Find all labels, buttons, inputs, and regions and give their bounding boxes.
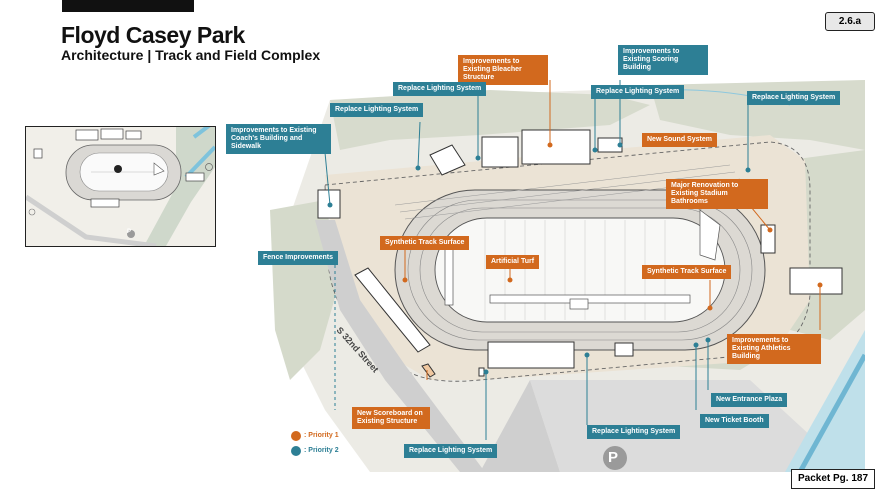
header-bar bbox=[62, 0, 194, 12]
label-scoring: Improvements to Existing Scoring Buildin… bbox=[618, 45, 708, 75]
label-track-right: Synthetic Track Surface bbox=[642, 265, 732, 279]
label-fence: Fence Improvements bbox=[258, 251, 339, 265]
label-athletics: Improvements to Existing Athletics Build… bbox=[727, 334, 821, 364]
legend-priority2: : Priority 2 bbox=[304, 447, 339, 454]
label-lighting-sw: Replace Lighting System bbox=[404, 444, 498, 458]
inset-map: P bbox=[25, 126, 216, 247]
site-plan-graphic bbox=[230, 80, 868, 474]
label-lighting-s: Replace Lighting System bbox=[587, 425, 681, 439]
packet-page-badge: Packet Pg. 187 bbox=[791, 469, 875, 489]
parking-symbol: P bbox=[608, 449, 619, 466]
priority2-swatch bbox=[291, 446, 301, 456]
page-title: Floyd Casey Park bbox=[61, 22, 245, 48]
label-track-left: Synthetic Track Surface bbox=[380, 236, 470, 250]
label-scoreboard: New Scoreboard on Existing Structure bbox=[352, 407, 430, 429]
label-lighting-nw: Replace Lighting System bbox=[330, 103, 424, 117]
priority1-swatch bbox=[291, 431, 301, 441]
legend-priority1: : Priority 1 bbox=[304, 432, 339, 439]
label-coach: Improvements to Existing Coach's Buildin… bbox=[226, 124, 331, 154]
label-ticket: New Ticket Booth bbox=[700, 414, 769, 428]
label-lighting-ne: Replace Lighting System bbox=[747, 91, 841, 105]
inset-parking-symbol: P bbox=[127, 229, 132, 235]
label-bleacher: Improvements to Existing Bleacher Struct… bbox=[458, 55, 548, 85]
label-lighting-n1: Replace Lighting System bbox=[393, 82, 487, 96]
label-lighting-n2: Replace Lighting System bbox=[591, 85, 685, 99]
label-bathrooms: Major Renovation to Existing Stadium Bat… bbox=[666, 179, 768, 209]
site-plan: P S 32nd Street bbox=[230, 80, 868, 474]
page-subtitle: Architecture | Track and Field Complex bbox=[61, 47, 321, 63]
reference-badge: 2.6.a bbox=[825, 12, 875, 31]
label-entrance: New Entrance Plaza bbox=[711, 393, 788, 407]
inset-map-graphic bbox=[26, 127, 215, 246]
label-sound: New Sound System bbox=[642, 133, 717, 147]
label-turf: Artificial Turf bbox=[486, 255, 540, 269]
